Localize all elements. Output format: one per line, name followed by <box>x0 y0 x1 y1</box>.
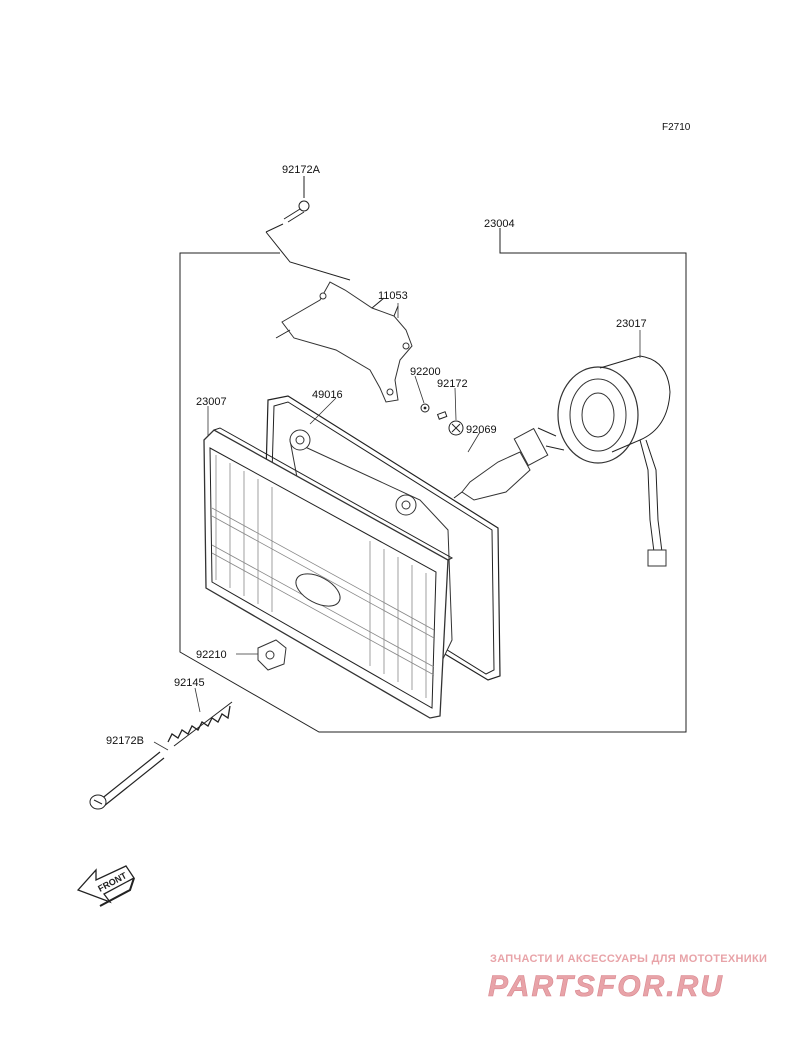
spring-92145 <box>167 701 233 747</box>
label-23004: 23004 <box>484 218 515 230</box>
leader-lines <box>153 303 641 751</box>
label-92069: 92069 <box>466 424 497 436</box>
assembly-outline-23004 <box>179 228 687 733</box>
label-92200: 92200 <box>410 366 441 378</box>
bulb-92069 <box>453 427 565 501</box>
bolt-92172a <box>265 176 351 281</box>
label-92172: 92172 <box>437 378 468 390</box>
watermark-subtitle: ЗАПЧАСТИ И АКСЕССУАРЫ ДЛЯ МОТОТЕХНИКИ <box>490 953 767 965</box>
label-23007: 23007 <box>196 396 227 408</box>
socket-23017 <box>557 355 671 567</box>
label-92172a: 92172A <box>282 164 321 176</box>
label-92172b: 92172B <box>106 735 144 747</box>
label-23017: 23017 <box>616 318 647 330</box>
label-11053: 11053 <box>378 290 408 302</box>
washer-92200 <box>420 403 430 413</box>
front-arrow: FRONT <box>76 865 135 907</box>
screw-92172 <box>436 411 464 436</box>
part-labels: 23004 92172A 11053 23017 92200 92172 230… <box>106 164 647 747</box>
label-92145: 92145 <box>174 677 205 689</box>
label-49016: 49016 <box>312 389 343 401</box>
nut-92210 <box>257 639 287 671</box>
headlight-lens-23007 <box>203 427 454 719</box>
screw-92172b <box>89 751 165 810</box>
watermark: ЗАПЧАСТИ И АКСЕССУАРЫ ДЛЯ МОТОТЕХНИКИ PA… <box>488 953 767 1003</box>
watermark-logo: PARTSFOR.RU <box>488 970 724 1003</box>
label-92210: 92210 <box>196 649 227 661</box>
bracket-11053 <box>275 281 413 403</box>
figure-id: F2710 <box>662 122 691 133</box>
